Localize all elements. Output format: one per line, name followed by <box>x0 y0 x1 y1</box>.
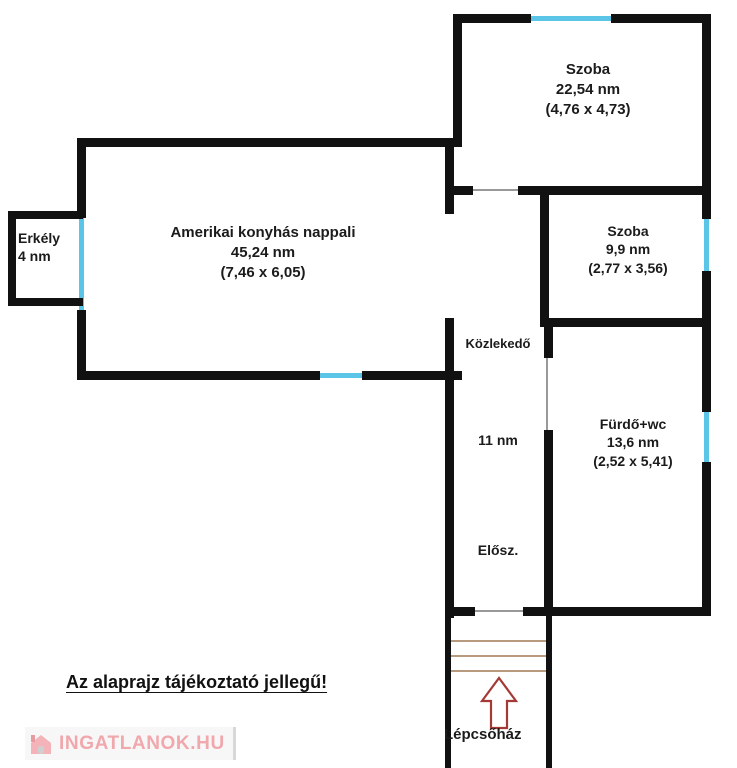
wall-stair-right <box>546 607 552 768</box>
wall-szoba2-bottom <box>540 318 711 327</box>
wall-stair-left <box>445 607 451 768</box>
wall-top-szoba1-left <box>453 14 531 23</box>
wall-hall-left-main <box>445 318 454 618</box>
wall-top-szoba1-right <box>611 14 711 23</box>
wall-top-nappali <box>77 138 462 147</box>
window-bottom-nappali <box>320 373 362 378</box>
wall-hall-right-lower <box>544 430 553 616</box>
window-right-furdo <box>704 412 709 462</box>
wall-hall-left-upper <box>445 138 454 214</box>
wall-bottom-right-block <box>523 607 711 616</box>
wall-hall-bottom-left <box>445 607 475 616</box>
window-right-szoba2 <box>704 219 709 271</box>
wall-right-upper <box>702 14 711 219</box>
wall-right-lower <box>702 462 711 616</box>
house-icon <box>31 734 51 754</box>
door-gap-furdo <box>546 358 548 430</box>
wall-balcony-top <box>8 211 83 219</box>
wall-right-middle <box>702 271 711 412</box>
wall-left-nappali-upper <box>77 138 86 216</box>
wall-hall-right-stub <box>544 327 553 358</box>
watermark: INGATLANOK.HU <box>25 727 236 760</box>
walls-group <box>8 14 711 768</box>
wall-bottom-nappali-right <box>362 371 462 380</box>
wall-szoba1-bottom-left <box>453 186 473 195</box>
stair-up-arrow-icon <box>479 676 519 730</box>
wall-balcony-bottom <box>8 298 83 306</box>
disclaimer-text: Az alaprajz tájékoztató jellegű! <box>66 672 328 692</box>
window-left-nappali <box>79 218 84 310</box>
wall-hall-bottom-right <box>523 607 553 616</box>
watermark-text: INGATLANOK.HU <box>59 732 225 754</box>
door-gap-szoba2 <box>473 189 518 191</box>
wall-hall-right-upper <box>540 186 549 318</box>
wall-szoba1-bottom-right <box>518 186 711 195</box>
wall-balcony-left <box>8 211 16 306</box>
door-gap-lepcsohaz <box>475 610 523 612</box>
wall-left-szoba1-upper <box>453 14 462 138</box>
wall-left-nappali-lower <box>77 310 86 380</box>
window-top-szoba1 <box>531 16 611 21</box>
wall-bottom-nappali-left <box>77 371 320 380</box>
